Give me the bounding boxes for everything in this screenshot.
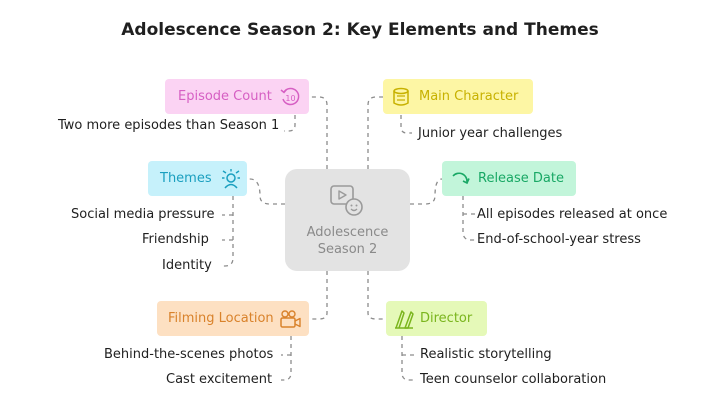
- diagram-title: Adolescence Season 2: Key Elements and T…: [121, 20, 599, 40]
- curved-arrow-icon: [452, 172, 470, 185]
- leaf-release-date-1: All episodes released at once: [477, 207, 668, 222]
- connector-director: [367, 271, 386, 320]
- center-label-line2: Season 2: [317, 242, 378, 257]
- director-tools-icon: [395, 310, 414, 329]
- connector-release-date: [410, 178, 443, 205]
- node-director: Director: [386, 301, 487, 336]
- leaf-filming-location-2: Cast excitement: [166, 372, 273, 387]
- leaf-themes-2: Friendship: [142, 232, 209, 247]
- leaf-episode-count-1: Two more episodes than Season 1: [58, 118, 280, 133]
- number-ten-rotate-icon: 10: [280, 87, 300, 106]
- node-main-character-label: Main Character: [419, 89, 519, 104]
- connector-main-character-leaf: [400, 115, 412, 134]
- connector-themes-leaves: [222, 196, 234, 267]
- center-label: Adolescence Season 2: [285, 224, 410, 258]
- leaf-release-date-2: End-of-school-year stress: [477, 232, 641, 247]
- connector-director-leaves: [401, 336, 414, 381]
- movie-camera-icon: [280, 310, 301, 328]
- node-release-date: Release Date: [442, 161, 576, 196]
- leaf-themes-1: Social media pressure: [71, 207, 215, 222]
- center-label-line1: Adolescence: [306, 225, 389, 240]
- node-episode-count-label: Episode Count: [178, 89, 272, 104]
- node-main-character: Main Character: [383, 79, 533, 114]
- svg-text:10: 10: [285, 94, 295, 103]
- connector-episode-leaf: [284, 115, 296, 132]
- node-release-date-label: Release Date: [478, 171, 564, 186]
- connector-main-character: [367, 96, 383, 169]
- leaf-filming-location-1: Behind-the-scenes photos: [104, 347, 274, 362]
- connector-filming-location: [309, 271, 328, 320]
- person-highlight-icon: [222, 169, 240, 189]
- leaf-themes-3: Identity: [162, 258, 212, 273]
- node-filming-location: Filming Location: [157, 301, 309, 336]
- connector-release-leaves: [462, 196, 475, 241]
- node-filming-location-label: Filming Location: [168, 311, 274, 326]
- node-episode-count: Episode Count 10: [165, 79, 309, 114]
- node-themes: Themes: [148, 161, 247, 196]
- center-node: Adolescence Season 2: [285, 169, 410, 271]
- connector-filming-leaves: [281, 336, 292, 381]
- cylinder-stack-icon: [393, 87, 409, 106]
- leaf-director-1: Realistic storytelling: [420, 347, 552, 362]
- connector-themes: [247, 178, 285, 205]
- leaf-director-2: Teen counselor collaboration: [420, 372, 607, 387]
- node-director-label: Director: [420, 311, 473, 326]
- video-face-icon: [330, 185, 363, 216]
- node-themes-label: Themes: [160, 171, 212, 186]
- leaf-main-character-1: Junior year challenges: [418, 126, 563, 141]
- connector-episode-count: [309, 96, 328, 169]
